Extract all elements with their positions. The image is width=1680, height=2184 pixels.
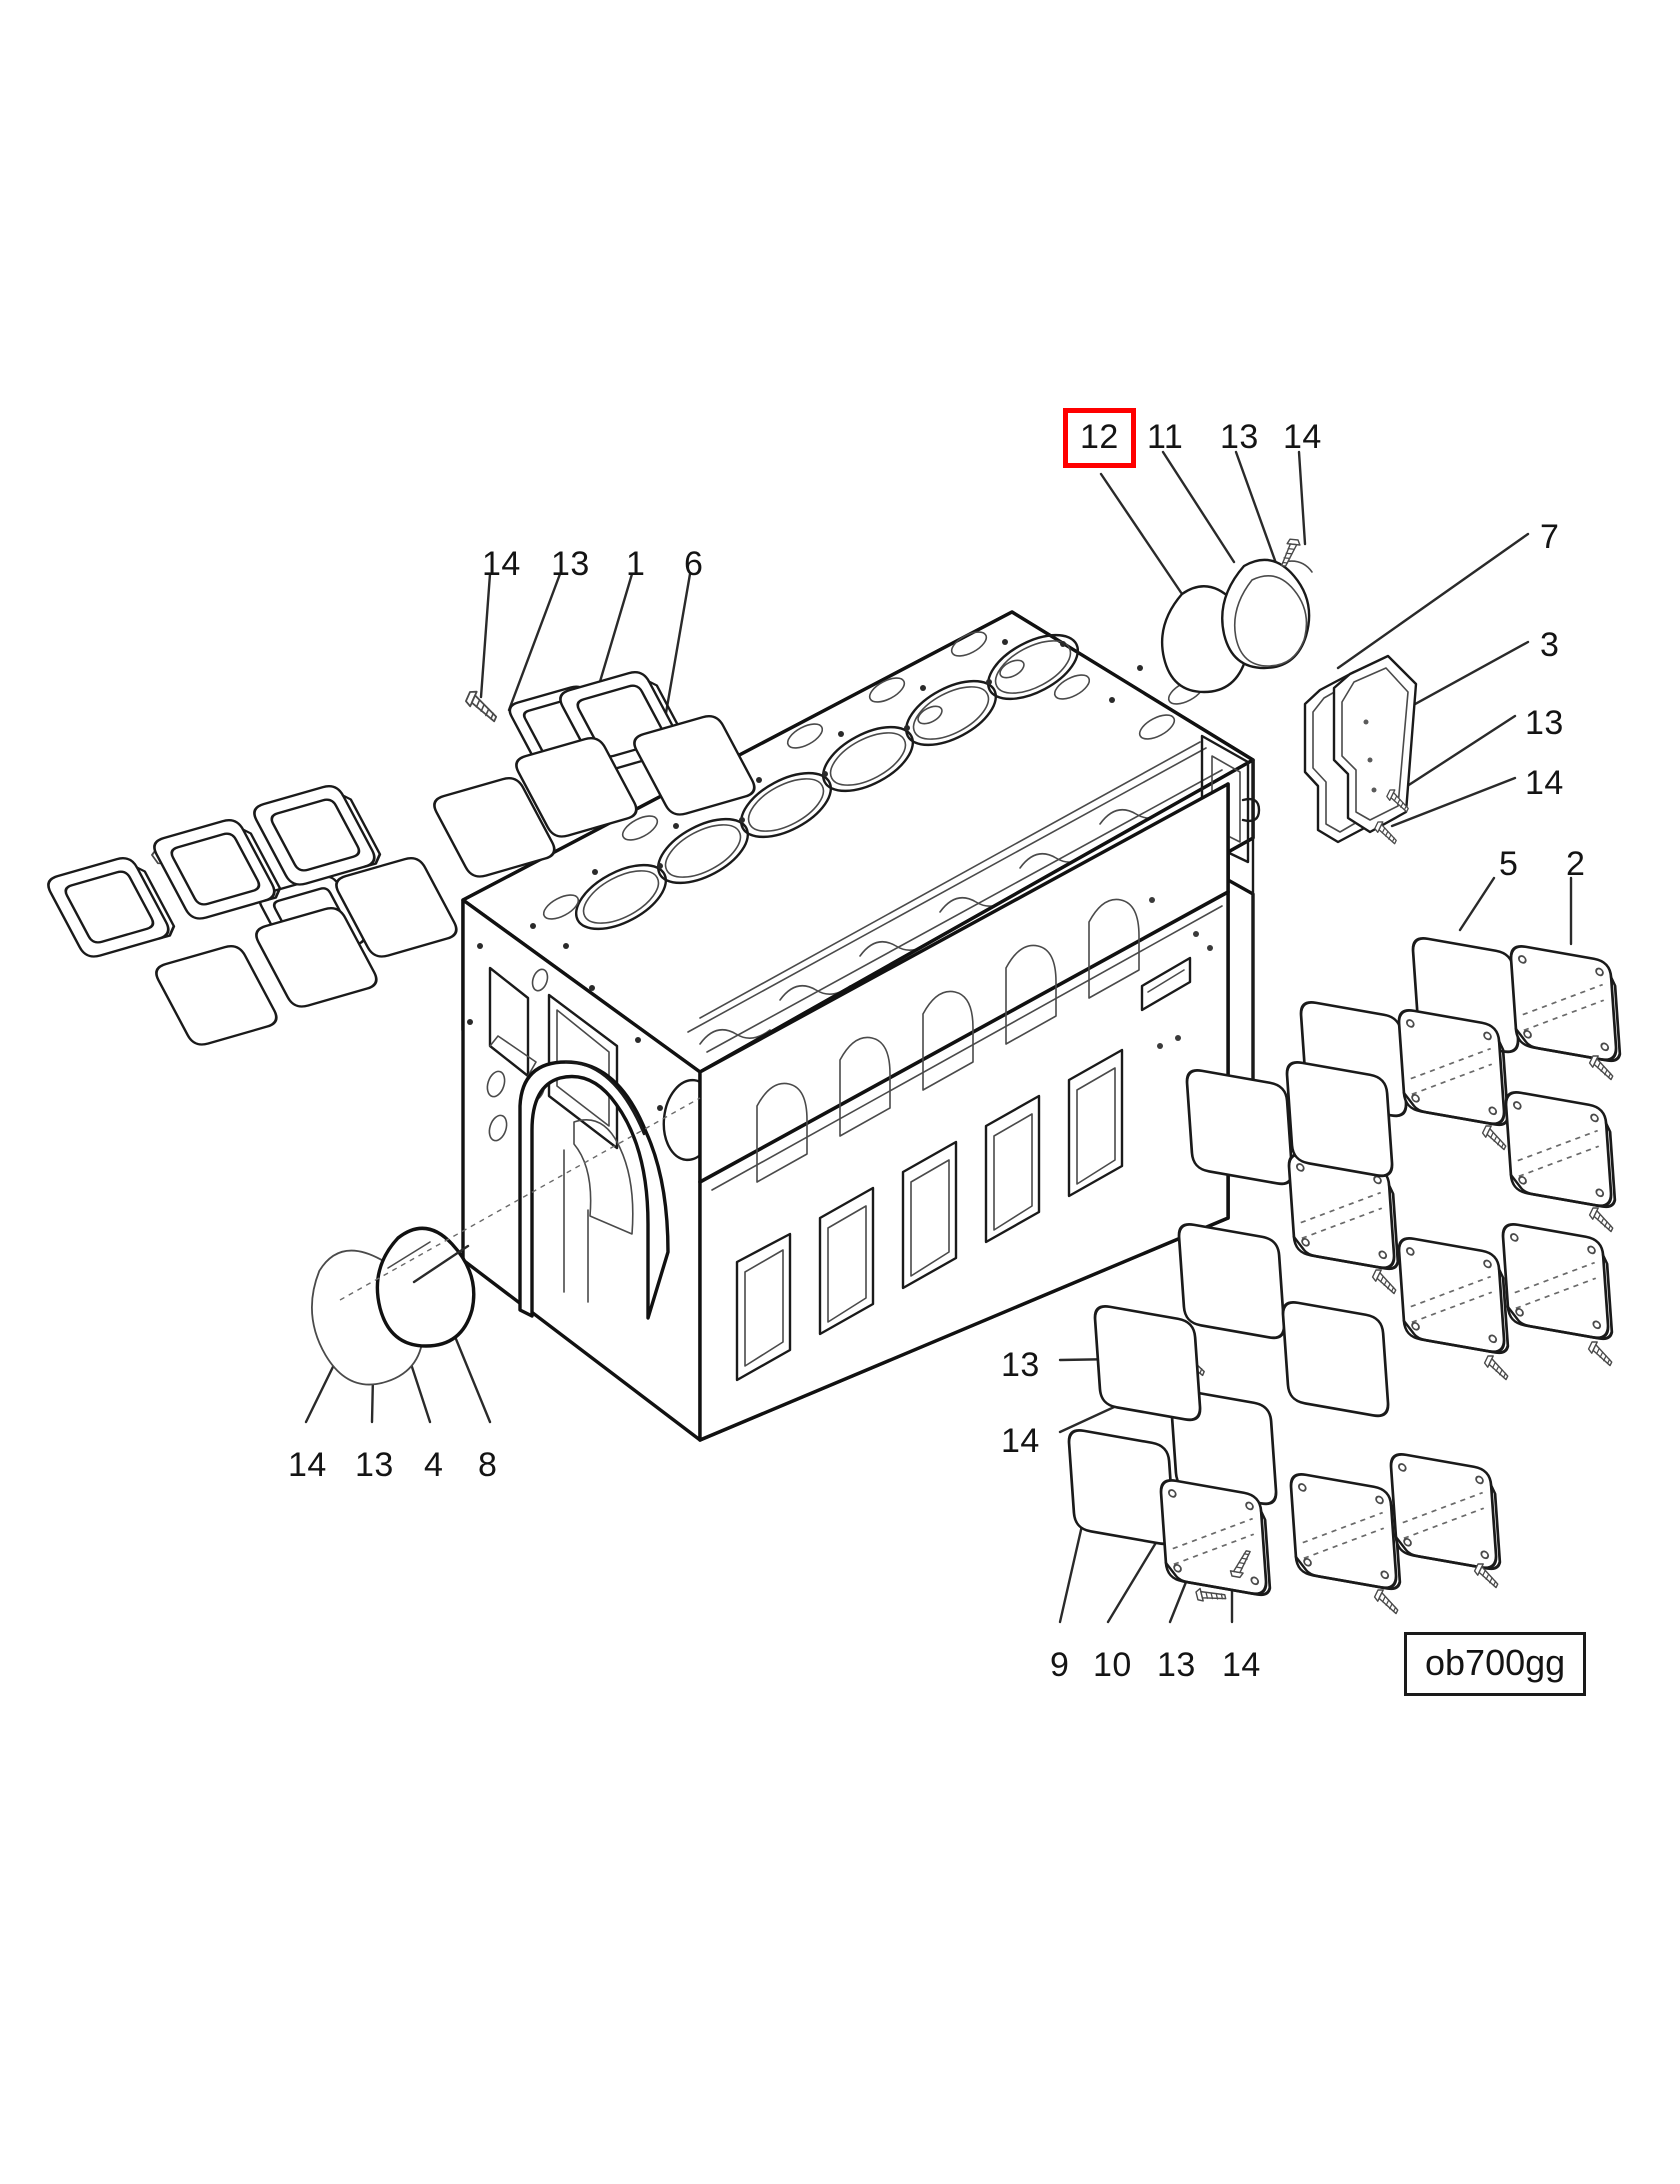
- callout-9-lower-center: 9: [1050, 1646, 1070, 1684]
- callout-12-highlighted: 12: [1063, 408, 1136, 468]
- callout-14-middle: 14: [1001, 1422, 1040, 1460]
- right-irregular-cover-group: [1303, 532, 1530, 845]
- callout-4-lower-left: 4: [424, 1446, 444, 1484]
- callout-11-upper-right: 11: [1147, 418, 1184, 456]
- callout-8-lower-left: 8: [478, 1446, 498, 1484]
- middle-bottom-bolt-group: [1058, 1305, 1210, 1434]
- callout-13-lower-center: 13: [1157, 1646, 1196, 1684]
- callout-6-upper-left: 6: [684, 545, 704, 583]
- figure-id-box: ob700gg: [1404, 1632, 1587, 1696]
- lower-center-cover-group: [1058, 1429, 1272, 1624]
- upper-left-cover-group: [47, 572, 756, 1046]
- callout-14-upper-right: 14: [1283, 418, 1322, 456]
- callout-3-right: 3: [1540, 626, 1560, 664]
- callout-10-lower-center: 10: [1093, 1646, 1132, 1684]
- callout-14-upper-left: 14: [482, 545, 521, 583]
- callout-13-upper-right: 13: [1220, 418, 1259, 456]
- callout-13-right: 13: [1525, 704, 1564, 742]
- callout-14-lower-center: 14: [1222, 1646, 1261, 1684]
- callout-2-right-array: 2: [1566, 845, 1586, 883]
- lower-left-oval-cover-group: [304, 1226, 492, 1424]
- callout-13-middle: 13: [1001, 1346, 1040, 1384]
- callout-13-lower-left: 13: [355, 1446, 394, 1484]
- callout-1-upper-left: 1: [626, 545, 646, 583]
- callout-14-right: 14: [1525, 764, 1564, 802]
- cylinder-block-body: [461, 610, 1261, 1442]
- upper-right-oval-cover-group: [1099, 450, 1313, 694]
- right-cover-gasket-array: [1169, 876, 1622, 1615]
- callout-7-right: 7: [1540, 518, 1560, 556]
- callout-5-right-array: 5: [1499, 845, 1519, 883]
- callout-14-lower-left: 14: [288, 1446, 327, 1484]
- callout-13-upper-left: 13: [551, 545, 590, 583]
